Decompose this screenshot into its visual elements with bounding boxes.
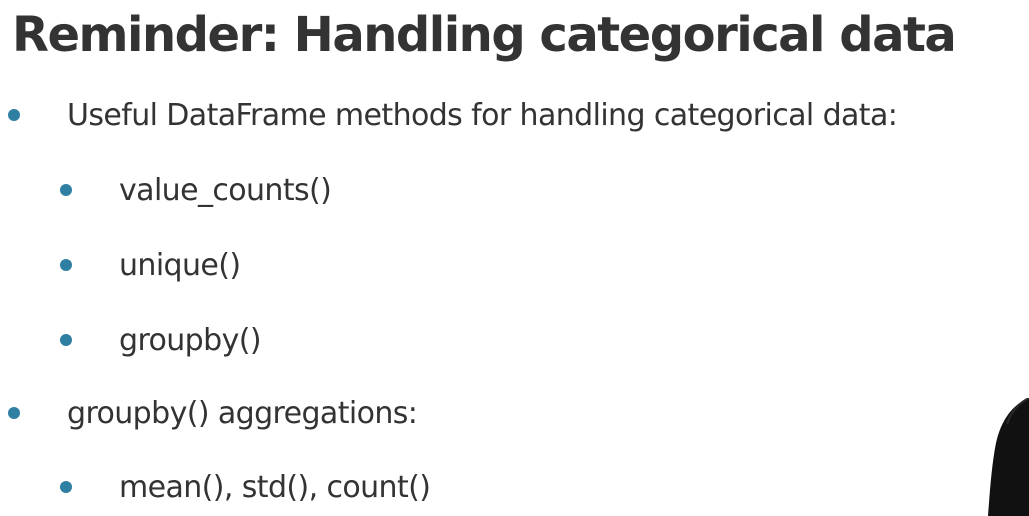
bullet-item: groupby() aggregations: bbox=[8, 393, 418, 433]
sub-bullet-item: mean(), std(), count() bbox=[60, 467, 431, 507]
sub-bullet-item: value_counts() bbox=[60, 170, 332, 210]
bullet-dot-icon bbox=[8, 407, 20, 419]
presenter-icon bbox=[988, 398, 1029, 516]
bullet-dot-icon bbox=[60, 481, 72, 493]
bullet-dot-icon bbox=[60, 259, 72, 271]
sub-bullet-text: unique() bbox=[119, 247, 241, 283]
bullet-text: Useful DataFrame methods for handling ca… bbox=[67, 97, 898, 133]
slide-title: Reminder: Handling categorical data bbox=[12, 7, 957, 63]
sub-bullet-text: mean(), std(), count() bbox=[119, 469, 431, 505]
sub-bullet-text: groupby() bbox=[119, 322, 262, 358]
bullet-text: groupby() aggregations: bbox=[67, 395, 418, 431]
bullet-dot-icon bbox=[60, 334, 72, 346]
sub-bullet-text: value_counts() bbox=[119, 172, 332, 208]
bullet-item: Useful DataFrame methods for handling ca… bbox=[8, 95, 898, 135]
sub-bullet-item: unique() bbox=[60, 245, 241, 285]
bullet-dot-icon bbox=[60, 184, 72, 196]
sub-bullet-item: groupby() bbox=[60, 320, 262, 360]
presenter-silhouette bbox=[983, 398, 1029, 516]
bullet-dot-icon bbox=[8, 109, 20, 121]
